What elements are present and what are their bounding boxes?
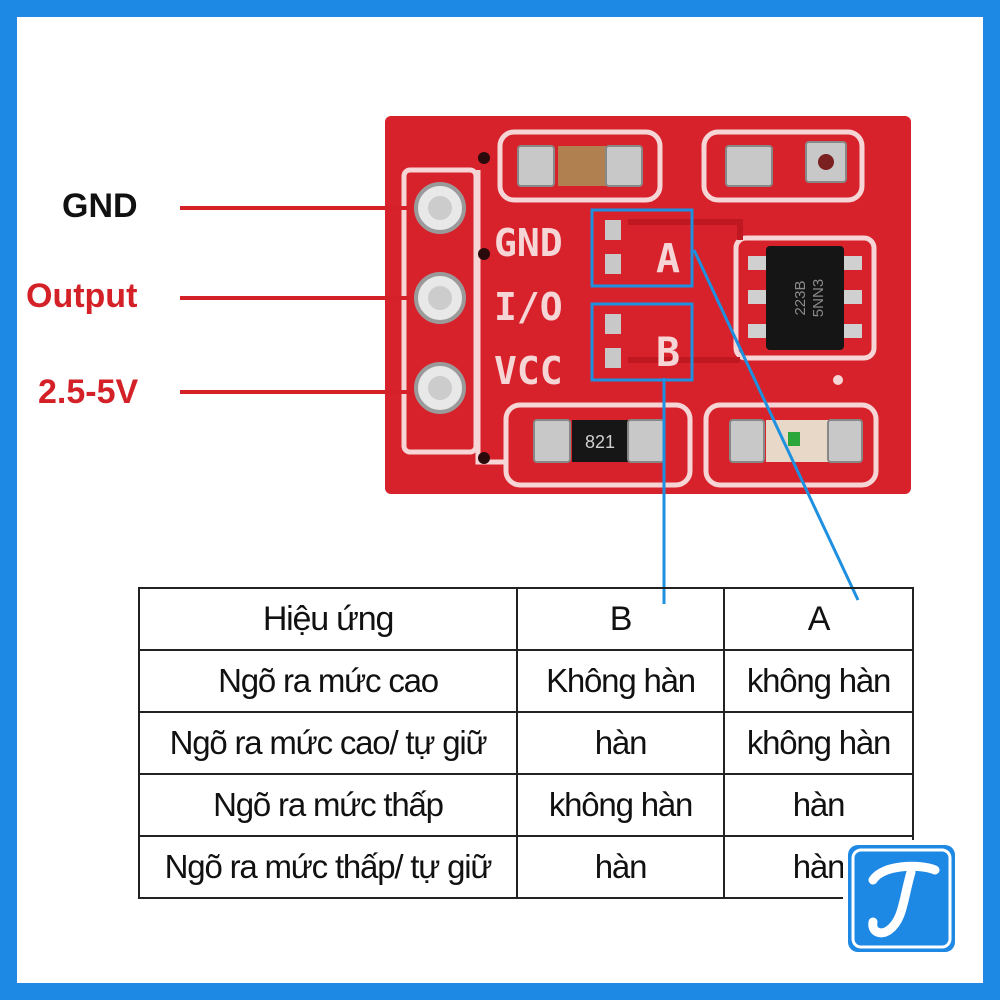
brand-logo-icon: T [843, 840, 960, 957]
capacitor-pad-right [605, 145, 643, 187]
jumper-label-b: B [656, 330, 680, 376]
table-cell-b: hàn [516, 711, 725, 775]
header-pins [401, 167, 479, 455]
jumper-a-highlight [590, 208, 694, 288]
silk-outline-led [703, 402, 879, 488]
pcb-board: 223B 5NN3 GND I/O VCC A B 821 [385, 116, 911, 494]
chip-code-line2: 5NN3 [810, 279, 827, 317]
jumper-a-pointer [692, 249, 860, 601]
table-cell-effect: Ngõ ra mức cao/ tự giữ [138, 711, 518, 775]
silk-outline-top-right [701, 129, 865, 203]
header-b: B [516, 587, 725, 651]
table-cell-a: không hàn [723, 711, 914, 775]
table-cell-effect: Ngõ ra mức thấp [138, 773, 518, 837]
header-effect: Hiệu ứng [138, 587, 518, 651]
pin-label-voltage: 2.5-5V [38, 373, 139, 411]
capacitor-body [558, 146, 606, 186]
jumper-b-highlight [590, 302, 694, 382]
silk-outline-resistor [503, 402, 693, 488]
chip-code-line1: 223B [792, 280, 809, 315]
silk-label-gnd: GND [494, 221, 563, 265]
silk-label-vcc: VCC [494, 349, 563, 393]
table-cell-b: không hàn [516, 773, 725, 837]
jumper-label-a: A [656, 236, 680, 282]
silk-outline-top-left [497, 129, 663, 203]
ic-chip: 223B 5NN3 [748, 246, 862, 350]
jumper-config-table: Hiệu ứng B A Ngõ ra mức cao Không hàn kh… [138, 587, 914, 899]
table-cell-b: hàn [516, 835, 725, 899]
table-row: Ngõ ra mức cao/ tự giữ hàn không hàn [138, 711, 914, 775]
table-cell-a: không hàn [723, 649, 914, 713]
table-header-row: Hiệu ứng B A [138, 587, 914, 651]
capacitor-pad-left [517, 145, 555, 187]
table-cell-effect: Ngõ ra mức cao [138, 649, 518, 713]
header-a: A [723, 587, 914, 651]
table-cell-b: Không hàn [516, 649, 725, 713]
silk-outline-chip [733, 235, 877, 361]
table-row: Ngõ ra mức thấp không hàn hàn [138, 773, 914, 837]
table-cell-a: hàn [723, 773, 914, 837]
top-pad [725, 145, 773, 187]
table-row: Ngõ ra mức thấp/ tự giữ hàn hàn [138, 835, 914, 899]
table-row: Ngõ ra mức cao Không hàn không hàn [138, 649, 914, 713]
pin-label-output: Output [26, 277, 138, 315]
resistor-code: 821 [585, 432, 615, 452]
silk-label-io: I/O [494, 285, 563, 329]
resistor-body [572, 420, 628, 462]
table-cell-effect: Ngõ ra mức thấp/ tự giữ [138, 835, 518, 899]
jumper-config-table-wrap: Hiệu ứng B A Ngõ ra mức cao Không hàn kh… [138, 587, 914, 899]
pin-label-gnd: GND [62, 187, 138, 225]
